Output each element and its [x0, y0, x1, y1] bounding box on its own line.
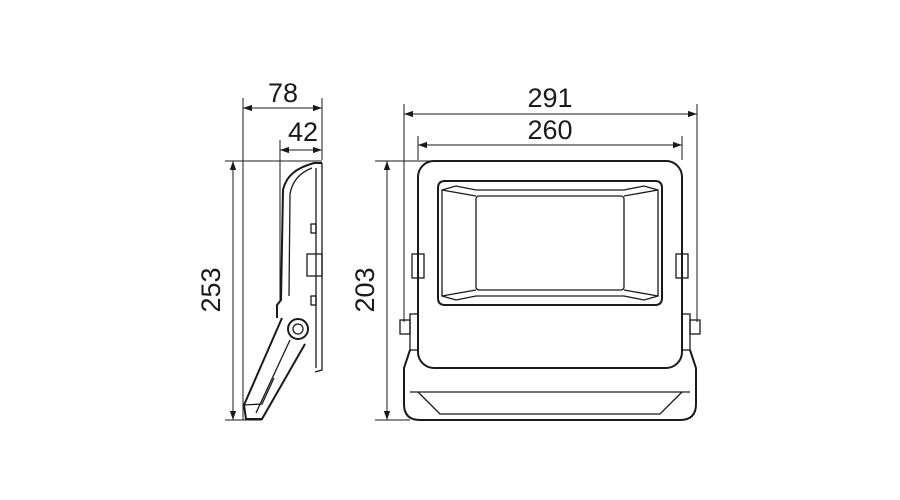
- front-lens-panel: [475, 195, 625, 291]
- front-clip-right: [675, 253, 689, 279]
- front-view: 291 260 203: [350, 83, 701, 421]
- front-bevel-corner-tr: [623, 189, 659, 197]
- front-pivot-left: [409, 313, 419, 351]
- side-tab-upper: [310, 223, 317, 234]
- dim-label-260: 260: [527, 115, 572, 145]
- side-bracket-inner: [255, 339, 291, 414]
- front-bevel-corner-tl: [441, 189, 477, 197]
- dim-label-203: 203: [350, 267, 380, 312]
- front-bevel-corner-bl: [441, 289, 477, 297]
- dim-label-78: 78: [268, 78, 298, 108]
- side-clip: [306, 253, 323, 277]
- front-housing: [417, 160, 683, 369]
- front-lens-bevel: [441, 185, 659, 301]
- front-pivot-right: [681, 313, 691, 351]
- front-bolt-right: [689, 319, 701, 335]
- front-bevel-corner-br: [623, 289, 659, 297]
- side-bracket-arm: [242, 317, 306, 420]
- side-view: 78 42 253: [196, 78, 323, 421]
- side-housing-outline: [276, 162, 322, 318]
- side-tab-lower: [310, 295, 317, 306]
- front-bracket: [403, 349, 697, 421]
- dim-label-291: 291: [527, 83, 572, 113]
- dim-label-253: 253: [196, 267, 226, 312]
- front-bolt-left: [399, 319, 411, 335]
- front-lens-frame: [437, 180, 663, 306]
- dim-label-42: 42: [288, 117, 318, 147]
- front-bracket-inner: [417, 391, 683, 415]
- side-pivot-knob: [287, 318, 309, 340]
- front-clip-left: [411, 253, 425, 279]
- side-pivot-knob-inner: [292, 323, 304, 335]
- side-housing-inner: [288, 167, 313, 297]
- side-bracket-foot: [243, 377, 275, 406]
- side-face-edge: [314, 163, 323, 373]
